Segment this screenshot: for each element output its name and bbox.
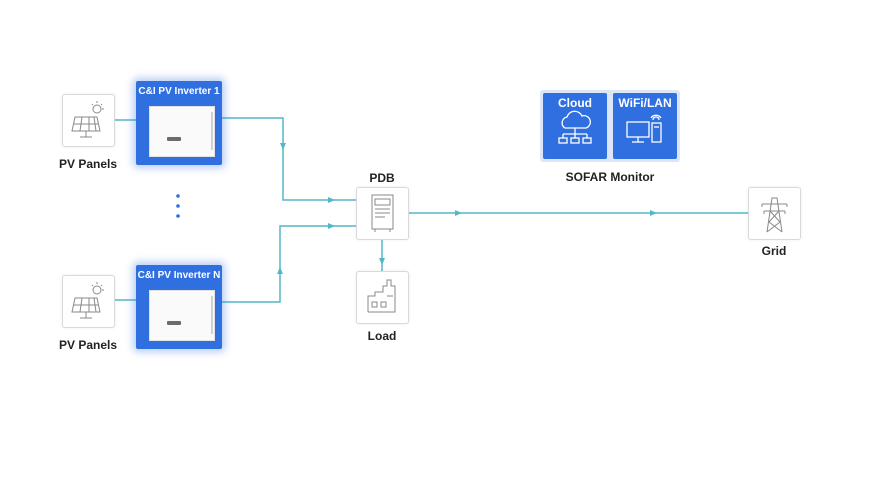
wifi-lan-tile: WiFi/LAN [613, 93, 677, 159]
inverter-icon [149, 106, 215, 157]
pv-panel-tile-1 [62, 94, 115, 147]
cloud-title: Cloud [558, 96, 592, 110]
solar-panel-icon [71, 282, 104, 319]
arrow-invertern-up [277, 267, 283, 274]
pv-panel-label-1: PV Panels [58, 157, 118, 171]
distribution-board-icon [371, 194, 394, 232]
cloud-network-icon [558, 110, 592, 144]
load-label: Load [367, 329, 397, 343]
inverter-n: C&I PV Inverter N [136, 265, 222, 349]
inverter-1-title: C&I PV Inverter 1 [138, 86, 220, 97]
ellipsis-icon [176, 194, 180, 218]
arrow-grid-1 [455, 210, 462, 216]
pdb-label: PDB [369, 171, 395, 185]
arrow-invertern-right [328, 223, 335, 229]
inverter-icon [149, 290, 215, 341]
monitor-label: SOFAR Monitor [565, 170, 655, 184]
link-invertern-pdb [222, 225, 357, 303]
grid-tile [748, 187, 801, 240]
factory-icon [367, 279, 396, 313]
arrow-grid-2 [650, 210, 657, 216]
arrow-inverter1-right [328, 197, 335, 203]
load-tile [356, 271, 409, 324]
link-inverter1-pdb [222, 117, 357, 201]
transmission-tower-icon [761, 197, 788, 233]
solar-panel-icon [71, 101, 104, 138]
pv-panel-label-n: PV Panels [58, 338, 118, 352]
computer-icon [626, 114, 662, 143]
pdb-tile [356, 187, 409, 240]
pv-panel-tile-n [62, 275, 115, 328]
cloud-tile: Cloud [543, 93, 607, 159]
grid-label: Grid [761, 244, 787, 258]
inverter-1: C&I PV Inverter 1 [136, 81, 222, 165]
inverter-n-title: C&I PV Inverter N [137, 270, 221, 281]
wifi-lan-title: WiFi/LAN [618, 96, 672, 110]
arrow-inverter1-down [280, 143, 286, 150]
arrow-load-down [379, 258, 385, 265]
